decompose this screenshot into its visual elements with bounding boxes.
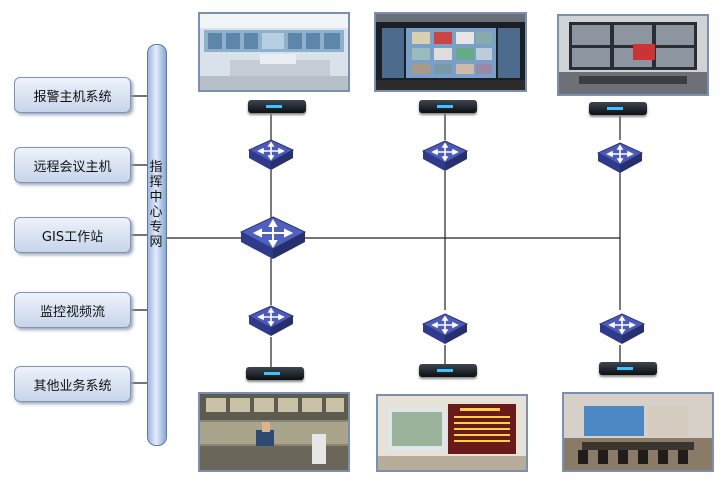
decoder-device <box>248 100 306 113</box>
network-switch-icon <box>248 305 294 337</box>
decoder-device <box>589 102 647 115</box>
network-switch-icon <box>597 142 643 174</box>
system-box-alarm-host[interactable]: 报警主机系统 <box>14 77 131 113</box>
decoder-device <box>246 367 304 380</box>
system-label: 远程会议主机 <box>33 159 112 175</box>
decoder-device <box>419 364 477 377</box>
photo-operator-room <box>198 392 350 472</box>
network-switch-icon <box>422 140 468 172</box>
network-switch-icon <box>422 313 468 345</box>
system-label: 其他业务系统 <box>33 378 112 394</box>
bus-label: 指挥中心专网 <box>149 160 163 250</box>
photo-control-room <box>198 12 350 92</box>
network-switch-icon <box>599 313 645 345</box>
network-switch-icon <box>248 139 294 171</box>
system-box-other-business[interactable]: 其他业务系统 <box>14 366 131 402</box>
command-center-network-bus <box>147 44 167 446</box>
system-box-conference-host[interactable]: 远程会议主机 <box>14 147 131 183</box>
photo-surveillance-wall <box>557 14 709 96</box>
system-box-video-stream[interactable]: 监控视频流 <box>14 292 131 328</box>
photo-meeting-room <box>562 392 714 472</box>
photo-video-wall <box>374 12 527 92</box>
decoder-device <box>599 362 657 375</box>
decoder-device <box>419 100 477 113</box>
system-box-gis-workstation[interactable]: GIS工作站 <box>14 217 131 253</box>
photo-display-screen <box>376 394 528 472</box>
core-switch-icon <box>240 216 306 260</box>
system-label: 报警主机系统 <box>33 89 112 105</box>
system-label: 监控视频流 <box>39 304 105 320</box>
system-label: GIS工作站 <box>41 229 104 245</box>
